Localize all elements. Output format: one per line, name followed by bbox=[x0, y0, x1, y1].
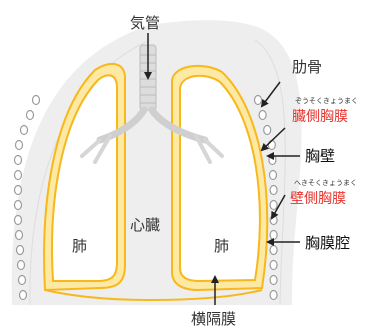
chest-wall-label: 胸壁 bbox=[305, 145, 335, 166]
rib-left-11 bbox=[18, 261, 25, 270]
visceral-pleura-label: 臓側胸膜 bbox=[292, 106, 348, 126]
rib-right-10 bbox=[270, 246, 277, 255]
rib-right-5 bbox=[270, 171, 277, 180]
rib-right-1 bbox=[259, 111, 266, 120]
heart-label: 心臓 bbox=[130, 214, 160, 235]
visceral-pleura-reading: ぞうそくきょうまく bbox=[295, 96, 358, 106]
left-lung-label: 肺 bbox=[72, 235, 87, 256]
rib-left-13 bbox=[20, 291, 27, 300]
rib-left-4 bbox=[15, 156, 22, 165]
rib-right-8 bbox=[270, 216, 277, 225]
rib-right-13 bbox=[270, 291, 277, 300]
rib-right-9 bbox=[270, 231, 277, 240]
rib-left-9 bbox=[16, 231, 23, 240]
rib-right-7 bbox=[270, 201, 277, 210]
rib-right-3 bbox=[268, 141, 275, 150]
pleural-cavity-label: 胸膜腔 bbox=[305, 232, 350, 253]
rib-left-8 bbox=[15, 216, 22, 225]
trachea-label: 気管 bbox=[130, 12, 160, 33]
rib-left-10 bbox=[17, 246, 24, 255]
rib-left-1 bbox=[27, 111, 34, 120]
parietal-pleura-label: 壁側胸膜 bbox=[290, 188, 346, 208]
rib-left-0 bbox=[33, 96, 40, 105]
rib-right-4 bbox=[269, 156, 276, 165]
rib-right-2 bbox=[264, 126, 271, 135]
rib-left-12 bbox=[19, 276, 26, 285]
rib-right-0 bbox=[255, 96, 262, 105]
rib-right-6 bbox=[270, 186, 277, 195]
rib-left-3 bbox=[16, 141, 23, 150]
rib-left-5 bbox=[15, 171, 22, 180]
rib-label: 肋骨 bbox=[292, 56, 322, 77]
rib-right-11 bbox=[270, 261, 277, 270]
right-lung-label: 肺 bbox=[214, 235, 229, 256]
diaphragm-label: 横隔膜 bbox=[191, 308, 236, 329]
rib-left-7 bbox=[15, 201, 22, 210]
rib-right-12 bbox=[270, 276, 277, 285]
rib-left-2 bbox=[21, 126, 28, 135]
rib-left-6 bbox=[15, 186, 22, 195]
parietal-pleura-reading: へきそくきょうまく bbox=[294, 178, 357, 188]
